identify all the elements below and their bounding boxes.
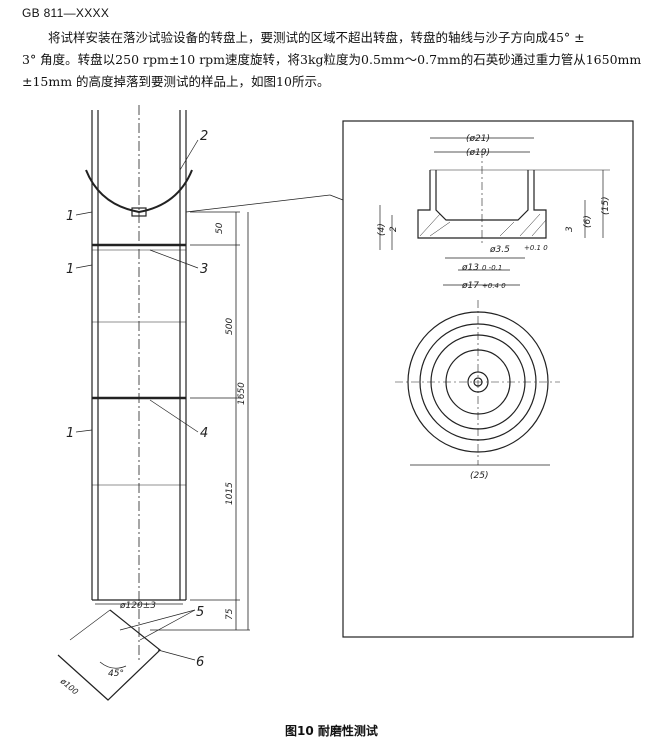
dim-d19: (ø19) [466, 148, 490, 158]
dim-1650: 1650 [237, 382, 247, 405]
dim-dia100: ø100 [58, 676, 80, 697]
callout-4: 4 [200, 426, 208, 441]
detail-frame [342, 120, 634, 638]
body-paragraph: 将试样安装在落沙试验设备的转盘上，要测试的区域不超出转盘，转盘的轴线与沙子方向成… [22, 27, 642, 93]
dim-d13: ø13 [461, 263, 479, 273]
paragraph-line: 将试样安装在落沙试验设备的转盘上，要测试的区域不超出转盘，转盘的轴线与沙子方向成… [48, 30, 585, 45]
angle-45: 45° [108, 669, 124, 679]
dimension-lines-left [95, 194, 344, 631]
turntable-section [417, 150, 610, 245]
callout-leaders [75, 139, 199, 433]
callout-1: 1 [66, 426, 74, 441]
dim-h3: 3 [565, 226, 575, 232]
figure-caption: 图10 耐磨性测试 [285, 724, 378, 738]
dimension-lines-right [379, 137, 604, 466]
dim-h4: (4) [377, 223, 387, 236]
dim-75: 75 [225, 608, 235, 620]
document-code: GB 811—XXXX [22, 6, 110, 20]
callout-1: 1 [66, 262, 74, 277]
sample-plate [57, 609, 196, 701]
dim-h6: (6) [583, 215, 593, 228]
dim-50: 50 [215, 222, 225, 234]
tol-d3-5: +0.1 0 [524, 244, 548, 252]
dim-1015: 1015 [225, 482, 235, 505]
callout-6: 6 [196, 655, 204, 670]
dim-dia120: ø120±3 [119, 601, 156, 611]
dim-h15: (15) [601, 197, 611, 215]
dim-d17: ø17 [461, 281, 479, 291]
paragraph-line: 3° 角度。转盘以250 rpm±10 rpm速度旋转，将3kg粒度为0.5mm… [22, 52, 642, 67]
dim-h2: 2 [389, 226, 399, 232]
gravity-tube [85, 105, 193, 660]
dim-d25: (25) [470, 471, 488, 481]
dim-d21: (ø21) [466, 134, 490, 144]
callout-2: 2 [200, 129, 208, 144]
turntable-top-view [395, 300, 560, 465]
callout-1: 1 [66, 209, 74, 224]
tol-d17: +0.4 0 [482, 282, 506, 290]
tol-d13: 0 -0.1 [482, 264, 502, 272]
dim-500: 500 [225, 318, 235, 335]
callout-5: 5 [196, 605, 204, 620]
paragraph-line: ±15mm 的高度掉落到要测试的样品上，如图10所示。 [22, 74, 330, 89]
callout-3: 3 [200, 262, 208, 277]
dim-d3-5: ø3.5 [489, 245, 510, 255]
